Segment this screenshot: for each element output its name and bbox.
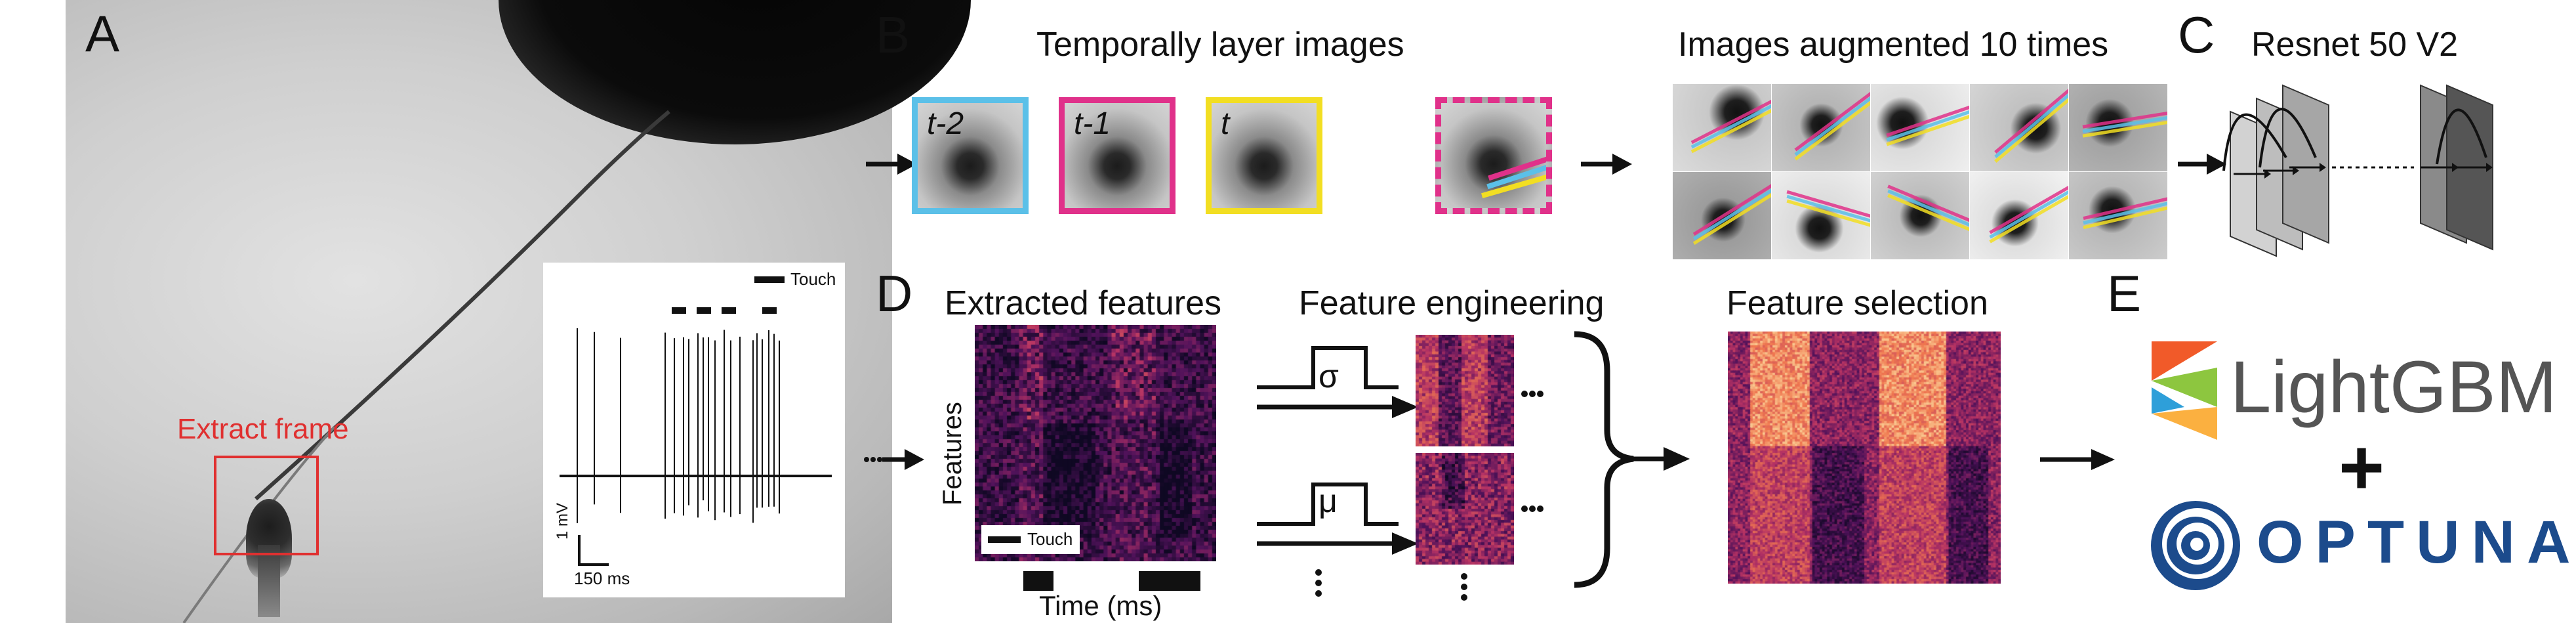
panel-c-input-arrow <box>2178 154 2226 175</box>
time-xlabel: Time (ms) <box>1039 590 1162 621</box>
augment-title: Images augmented 10 times <box>1678 26 2109 64</box>
overlay-frame <box>1435 97 1552 214</box>
heatmap-more-dots-right <box>1521 391 1544 512</box>
extracted-legend-label: Touch <box>1027 529 1073 549</box>
augmented-image <box>1871 84 1969 171</box>
optuna-text: OPTUNA <box>2257 509 2576 576</box>
augmented-image <box>1871 172 1969 259</box>
heatmap-extracted <box>975 325 1216 561</box>
touch-bar-1 <box>1023 571 1053 591</box>
op-std: σ <box>1319 358 1339 395</box>
extracted-legend-swatch <box>988 536 1021 543</box>
panel-b-title: Temporally layer images <box>1036 26 1404 64</box>
augmented-image <box>1673 172 1771 259</box>
inset-legend-label: Touch <box>790 269 836 289</box>
heatmap-more-dots-below <box>1461 573 1467 601</box>
heatmap-selection-canvas <box>1728 332 2001 584</box>
lightgbm-text: LightGBM <box>2230 346 2557 428</box>
op-more-dots <box>1315 569 1322 597</box>
frame-1: t-2 <box>912 97 1029 214</box>
resnet-diagram <box>2222 84 2493 257</box>
panel-a-letter: A <box>85 5 120 62</box>
augmented-image <box>1673 84 1771 171</box>
inset-trace <box>560 307 832 566</box>
augmented-image <box>2069 172 2167 259</box>
panel-a-pole-stem <box>258 545 280 617</box>
panel-a-inset <box>543 263 845 597</box>
engineering-title: Feature engineering <box>1299 284 1605 322</box>
frame-2: t-1 <box>1059 97 1176 214</box>
augmented-image <box>1970 84 2068 171</box>
augmented-image <box>1772 172 1870 259</box>
optuna-logo-icon <box>2151 501 2240 590</box>
panel-b-augment-arrow <box>1581 154 1632 175</box>
panel-e-letter: E <box>2107 265 2142 322</box>
frame-label: t-1 <box>1074 106 1111 141</box>
heatmap-std-canvas <box>1416 335 1514 446</box>
heatmap-mean-canvas <box>1416 453 1514 565</box>
heatmap-mean <box>1416 453 1514 565</box>
augmented-image <box>2069 84 2167 171</box>
panel-e-arrow <box>2040 449 2115 470</box>
augmented-image <box>1970 172 2068 259</box>
extract-frame-label: Extract frame <box>177 413 349 445</box>
scale-y-label: 1 mV <box>554 502 571 540</box>
scale-x-label: 150 ms <box>574 569 630 588</box>
heatmap-std <box>1416 335 1514 446</box>
selection-title: Feature selection <box>1727 284 1988 322</box>
frame-label: t <box>1221 106 1230 141</box>
touch-bar-2 <box>1139 571 1200 591</box>
panel-b-letter: B <box>876 6 910 64</box>
panel-d-input-arrow <box>864 449 924 470</box>
panel-b-input-arrow <box>866 154 917 175</box>
heatmap-extracted-canvas <box>975 325 1216 561</box>
lightgbm-logo-icon <box>2152 341 2217 440</box>
plus-sign: + <box>2339 423 2385 511</box>
inset-legend-swatch <box>754 276 785 283</box>
extracted-title: Extracted features <box>945 284 1221 322</box>
frame-label: t-2 <box>927 106 964 141</box>
curly-brace <box>1574 331 1690 588</box>
frame-3: t <box>1206 97 1322 214</box>
augmented-image <box>1772 84 1870 171</box>
heatmap-selection <box>1728 332 2001 584</box>
op-std-diagram <box>1257 346 1418 418</box>
resnet-layer-3 <box>2282 84 2329 244</box>
panel-d-letter: D <box>876 265 913 322</box>
extract-frame-box <box>214 456 319 555</box>
op-mean: μ <box>1319 483 1338 519</box>
resnet-title: Resnet 50 V2 <box>2251 26 2459 64</box>
op-mean-diagram <box>1257 483 1418 555</box>
augment-grid <box>1673 84 2168 260</box>
panel-c-letter: C <box>2178 6 2215 64</box>
features-ylabel: Features <box>938 402 967 505</box>
